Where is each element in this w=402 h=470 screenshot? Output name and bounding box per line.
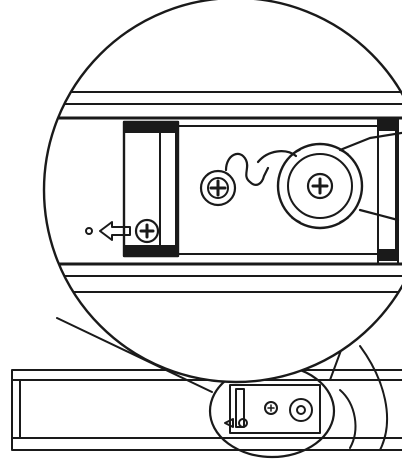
slot-frame (175, 125, 397, 255)
rail-overview (11, 345, 402, 459)
phillips-screw-icon (306, 172, 334, 200)
slider-cap-bottom (123, 245, 179, 257)
screw-cross (267, 404, 275, 412)
left-arrow-icon (224, 418, 234, 428)
detail-circle-large (42, 0, 402, 384)
right-bracket (377, 117, 399, 265)
small-slot (229, 384, 321, 434)
bracket-curve (359, 345, 388, 451)
detail-large-contents (44, 91, 402, 293)
phillips-screw-icon (238, 418, 248, 428)
spring-clip (224, 152, 270, 186)
roller-wheel (276, 142, 364, 230)
phillips-screw-icon (134, 218, 160, 244)
phillips-screw-icon (199, 169, 237, 207)
phillips-screw-icon (264, 401, 278, 415)
reference-dot (85, 227, 93, 235)
connector-left (56, 317, 213, 393)
right-bracket-cap-top (377, 119, 399, 131)
right-bracket-cap-bottom (377, 249, 399, 261)
detail-small-contents (224, 384, 321, 434)
bracket-inner-curve (339, 389, 357, 449)
slider-cap-top (123, 121, 179, 133)
left-arrow-icon (99, 221, 131, 241)
slider-carriage (122, 120, 180, 258)
phillips-screw-icon (296, 405, 306, 415)
small-wheel (289, 398, 313, 422)
